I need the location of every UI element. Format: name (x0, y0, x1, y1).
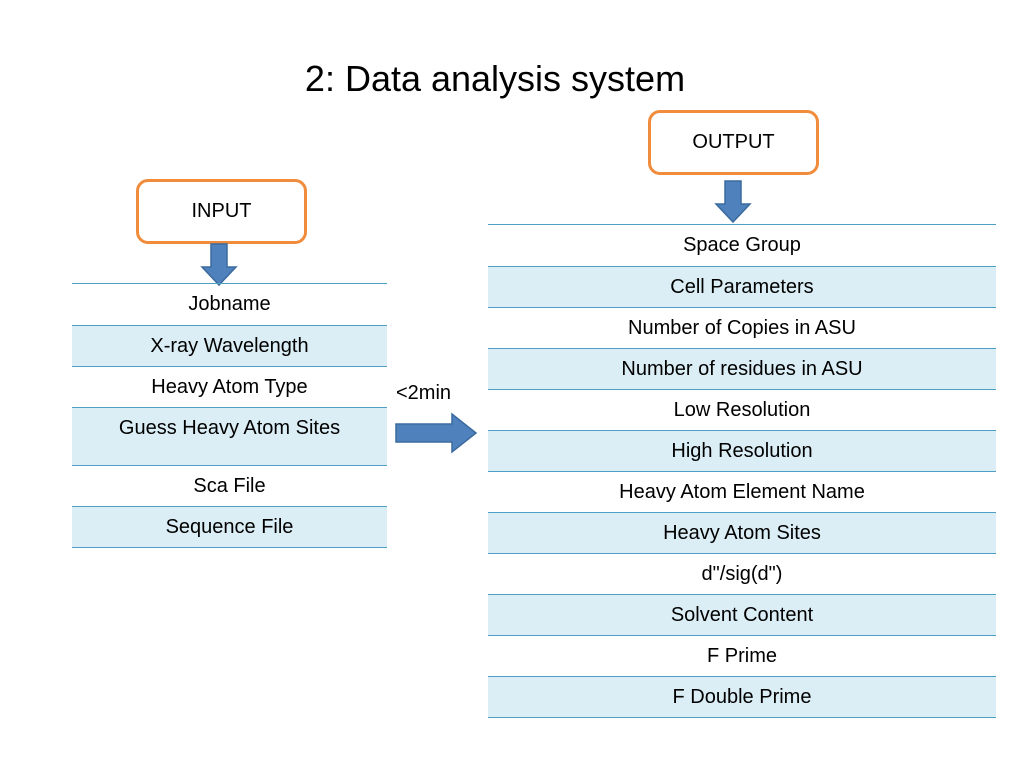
input-row-sequence-file: Sequence File (72, 506, 387, 547)
output-row-element-name: Heavy Atom Element Name (488, 471, 996, 512)
input-row-wavelength: X-ray Wavelength (72, 325, 387, 366)
input-row-jobname: Jobname (188, 293, 271, 315)
input-down-arrow-icon (200, 243, 238, 287)
output-row-high-resolution: High Resolution (488, 430, 996, 471)
output-row-f-prime: F Prime (488, 635, 996, 676)
input-table: Jobname X-ray Wavelength Heavy Atom Type… (72, 283, 387, 548)
output-table: Space Group Cell Parameters Number of Co… (488, 224, 996, 718)
output-down-arrow-icon (714, 180, 752, 224)
right-arrow-icon (395, 412, 478, 454)
output-row-heavy-atom-sites: Heavy Atom Sites (488, 512, 996, 553)
output-box: OUTPUT (648, 110, 819, 175)
input-row-sca-file: Sca File (72, 465, 387, 506)
output-row-f-double-prime: F Double Prime (488, 676, 996, 717)
time-note: <2min (396, 382, 452, 404)
output-row-dsigd: d"/sig(d") (488, 553, 996, 594)
output-row-space-group: Space Group (683, 234, 801, 256)
input-row-guess-sites: Guess Heavy Atom Sites (72, 407, 387, 465)
output-row-cell-parameters: Cell Parameters (488, 266, 996, 307)
input-label: INPUT (191, 200, 252, 222)
output-row-copies-asu: Number of Copies in ASU (488, 307, 996, 348)
page-title: 2: Data analysis system (304, 58, 686, 99)
output-row-residues-asu: Number of residues in ASU (488, 348, 996, 389)
output-row-solvent-content: Solvent Content (488, 594, 996, 635)
input-box: INPUT (136, 179, 307, 244)
output-label: OUTPUT (692, 131, 775, 153)
output-row-low-resolution: Low Resolution (488, 389, 996, 430)
input-row-heavy-atom-type: Heavy Atom Type (72, 366, 387, 407)
